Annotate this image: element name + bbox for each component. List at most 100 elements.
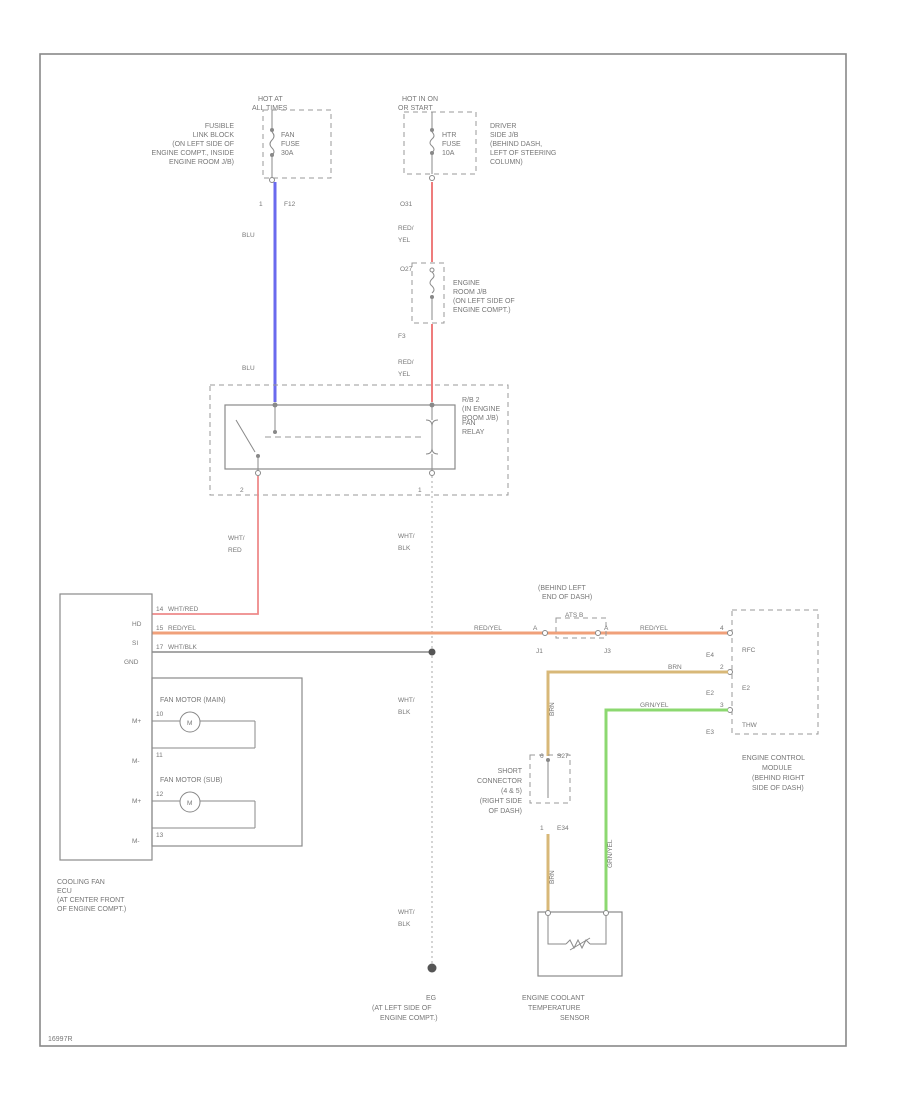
motor-pin-num-13: 13 — [156, 832, 164, 839]
driver-side-jb: HOT IN ON OR START HTR FUSE 10A DRIVER S… — [398, 96, 556, 208]
j3-pin-label: A — [604, 625, 609, 632]
short-connector-line-5: OF DASH) — [489, 808, 522, 815]
e34-connector-label: E34 — [557, 825, 569, 832]
diagram-frame — [39, 53, 847, 1047]
ecu-motor-pin-4: M- — [132, 838, 140, 845]
right-fuse-line-3: 10A — [442, 150, 455, 157]
brn-h-label: BRN — [668, 664, 682, 671]
engine-room-jb: O27 ENGINE ROOM J/B (ON LEFT SIDE OF ENG… — [398, 262, 515, 340]
ecm-pin-thw: THW — [742, 722, 758, 729]
right-fuse-line-2: FUSE — [442, 141, 461, 148]
left-fuse-line-3: 30A — [281, 150, 294, 157]
right-location-line-4: LEFT OF STEERING — [490, 150, 556, 157]
wht-red-wire — [152, 476, 259, 615]
ecm-caption-line-4: SIDE OF DASH) — [752, 785, 804, 792]
ecu-motor-pin-3: M+ — [132, 798, 141, 805]
grn-yel-h-label: GRN/YEL — [640, 702, 669, 709]
red-yel-label-1b: YEL — [398, 237, 411, 244]
left-fuse-line-2: FUSE — [281, 141, 300, 148]
wht-red-label-b: RED — [228, 547, 242, 554]
ground-caption-line-1: (AT LEFT SIDE OF — [372, 1005, 432, 1012]
ecu-gnd-wire-label: WHT/BLK — [168, 644, 198, 651]
j1-connector-label: J1 — [536, 648, 543, 655]
left-location-line-1: FUSIBLE — [205, 123, 235, 130]
e2-connector-label: E2 — [706, 690, 714, 697]
wht-blk-label-1a: WHT/ — [398, 533, 415, 540]
right-location-line-5: COLUMN) — [490, 159, 523, 166]
blu-wire-label-top: BLU — [242, 232, 255, 239]
engine-room-jb-line-4: ENGINE COMPT.) — [453, 307, 511, 314]
e4-connector-label: E4 — [706, 652, 714, 659]
left-location-line-2: LINK BLOCK — [193, 132, 235, 139]
ecu-si-wire-label: RED/YEL — [168, 625, 196, 632]
blu-wire-label-bottom: BLU — [242, 365, 255, 372]
ecu-caption-line-3: (AT CENTER FRONT — [57, 897, 125, 904]
short-connector-line-2: CONNECTOR — [477, 778, 522, 785]
right-location-line-1: DRIVER — [490, 123, 516, 130]
thermistor-symbol — [565, 938, 591, 950]
ecu-pin-si: SI — [132, 640, 138, 647]
j1-pin-label: A — [533, 625, 538, 632]
left-location-line-5: ENGINE ROOM J/B) — [169, 159, 234, 166]
coolant-temp-sensor: ENGINE COOLANT TEMPERATURE SENSOR — [522, 910, 623, 1022]
junction-line-1: (BEHIND LEFT — [538, 585, 587, 592]
left-hot-line-1: HOT AT — [258, 96, 283, 103]
ecu-caption-line-1: COOLING FAN — [57, 879, 105, 886]
ecm-pin-number-2: 2 — [720, 664, 724, 671]
fan-motor-sub-label: FAN MOTOR (SUB) — [160, 777, 222, 784]
engine-control-module: RFC E2 THW E4 E2 E3 4 2 3 ENGINE CONTROL… — [706, 609, 819, 792]
ecm-caption-line-1: ENGINE CONTROL — [742, 755, 805, 762]
ecm-caption-line-3: (BEHIND RIGHT — [752, 775, 805, 782]
ecu-pin-gnd: GND — [124, 659, 139, 666]
diagram-code: 16997R — [48, 1036, 73, 1043]
sensor-caption-line-1: ENGINE COOLANT — [522, 995, 585, 1002]
ecm-pin-number-3: 3 — [720, 702, 724, 709]
left-fuse-line-1: FAN — [281, 132, 295, 139]
cooling-fan-ecu: HD SI GND 14 15 17 M+ M- M+ M- — [59, 593, 164, 861]
wht-blk-label-1b: BLK — [398, 545, 411, 552]
relay-name-line-2: RELAY — [462, 429, 485, 436]
fan-motor-sub-symbol — [179, 791, 201, 813]
right-fuse-line-1: HTR — [442, 132, 456, 139]
ecm-pin-rfc: RFC — [742, 647, 756, 654]
wht-blk-label-3b: BLK — [398, 921, 411, 928]
right-location-line-3: (BEHIND DASH, — [490, 141, 542, 148]
ecu-motor-pin-1: M+ — [132, 718, 141, 725]
s27-pin-label: 6 — [540, 753, 544, 760]
short-connector-line-4: (RIGHT SIDE — [480, 798, 523, 805]
fan-motor-sub-m: M — [187, 800, 192, 807]
fan-motor-main-m: M — [187, 720, 192, 727]
short-connector: 6 S27 1 E34 SHORT CONNECTOR (4 & 5) (RIG… — [477, 753, 571, 832]
ecu-hd-wire-label: WHT/RED — [168, 606, 199, 613]
f12-connector-label: F12 — [284, 201, 296, 208]
motor-pin-num-10: 10 — [156, 711, 164, 718]
o27-connector-label: O27 — [400, 266, 413, 273]
ecu-caption-line-2: ECU — [57, 888, 72, 895]
fan-motor-main-symbol — [179, 711, 201, 733]
ecu-pin-num-gnd: 17 — [156, 644, 164, 651]
brn-v2-label: BRN — [549, 870, 556, 884]
right-hot-line-2: OR START — [398, 105, 433, 112]
wht-red-label-a: WHT/ — [228, 535, 245, 542]
grn-yel-wire — [604, 708, 728, 912]
left-location-line-4: ENGINE COMPT., INSIDE — [152, 150, 235, 157]
ground-symbol — [427, 963, 437, 973]
fusible-link-block: HOT AT ALL TIMES FAN FUSE 30A FUSIBLE LI… — [152, 96, 332, 208]
right-location-line-2: SIDE J/B — [490, 132, 519, 139]
f3-connector-label: F3 — [398, 333, 406, 340]
sensor-caption-line-3: SENSOR — [560, 1015, 590, 1022]
ground-id: EG — [426, 995, 436, 1002]
fan-motors: FAN MOTOR (MAIN) 10 M 11 FAN MOTOR (SUB)… — [151, 677, 303, 847]
relay-block-line-1: R/B 2 — [462, 397, 480, 404]
ecu-pin-hd: HD — [132, 621, 142, 628]
e34-pin-label: 1 — [540, 825, 544, 832]
ecm-pin-number-4: 4 — [720, 625, 724, 632]
red-yel-mid-label: RED/YEL — [474, 625, 502, 632]
engine-room-jb-line-2: ROOM J/B — [453, 289, 487, 296]
ground-point: EG (AT LEFT SIDE OF ENGINE COMPT.) — [372, 963, 438, 1022]
red-yel-label-1a: RED/ — [398, 225, 414, 232]
right-hot-line-1: HOT IN ON — [402, 96, 438, 103]
junction-block-label: ATS B — [565, 612, 583, 619]
brn-v1-label: BRN — [549, 702, 556, 716]
